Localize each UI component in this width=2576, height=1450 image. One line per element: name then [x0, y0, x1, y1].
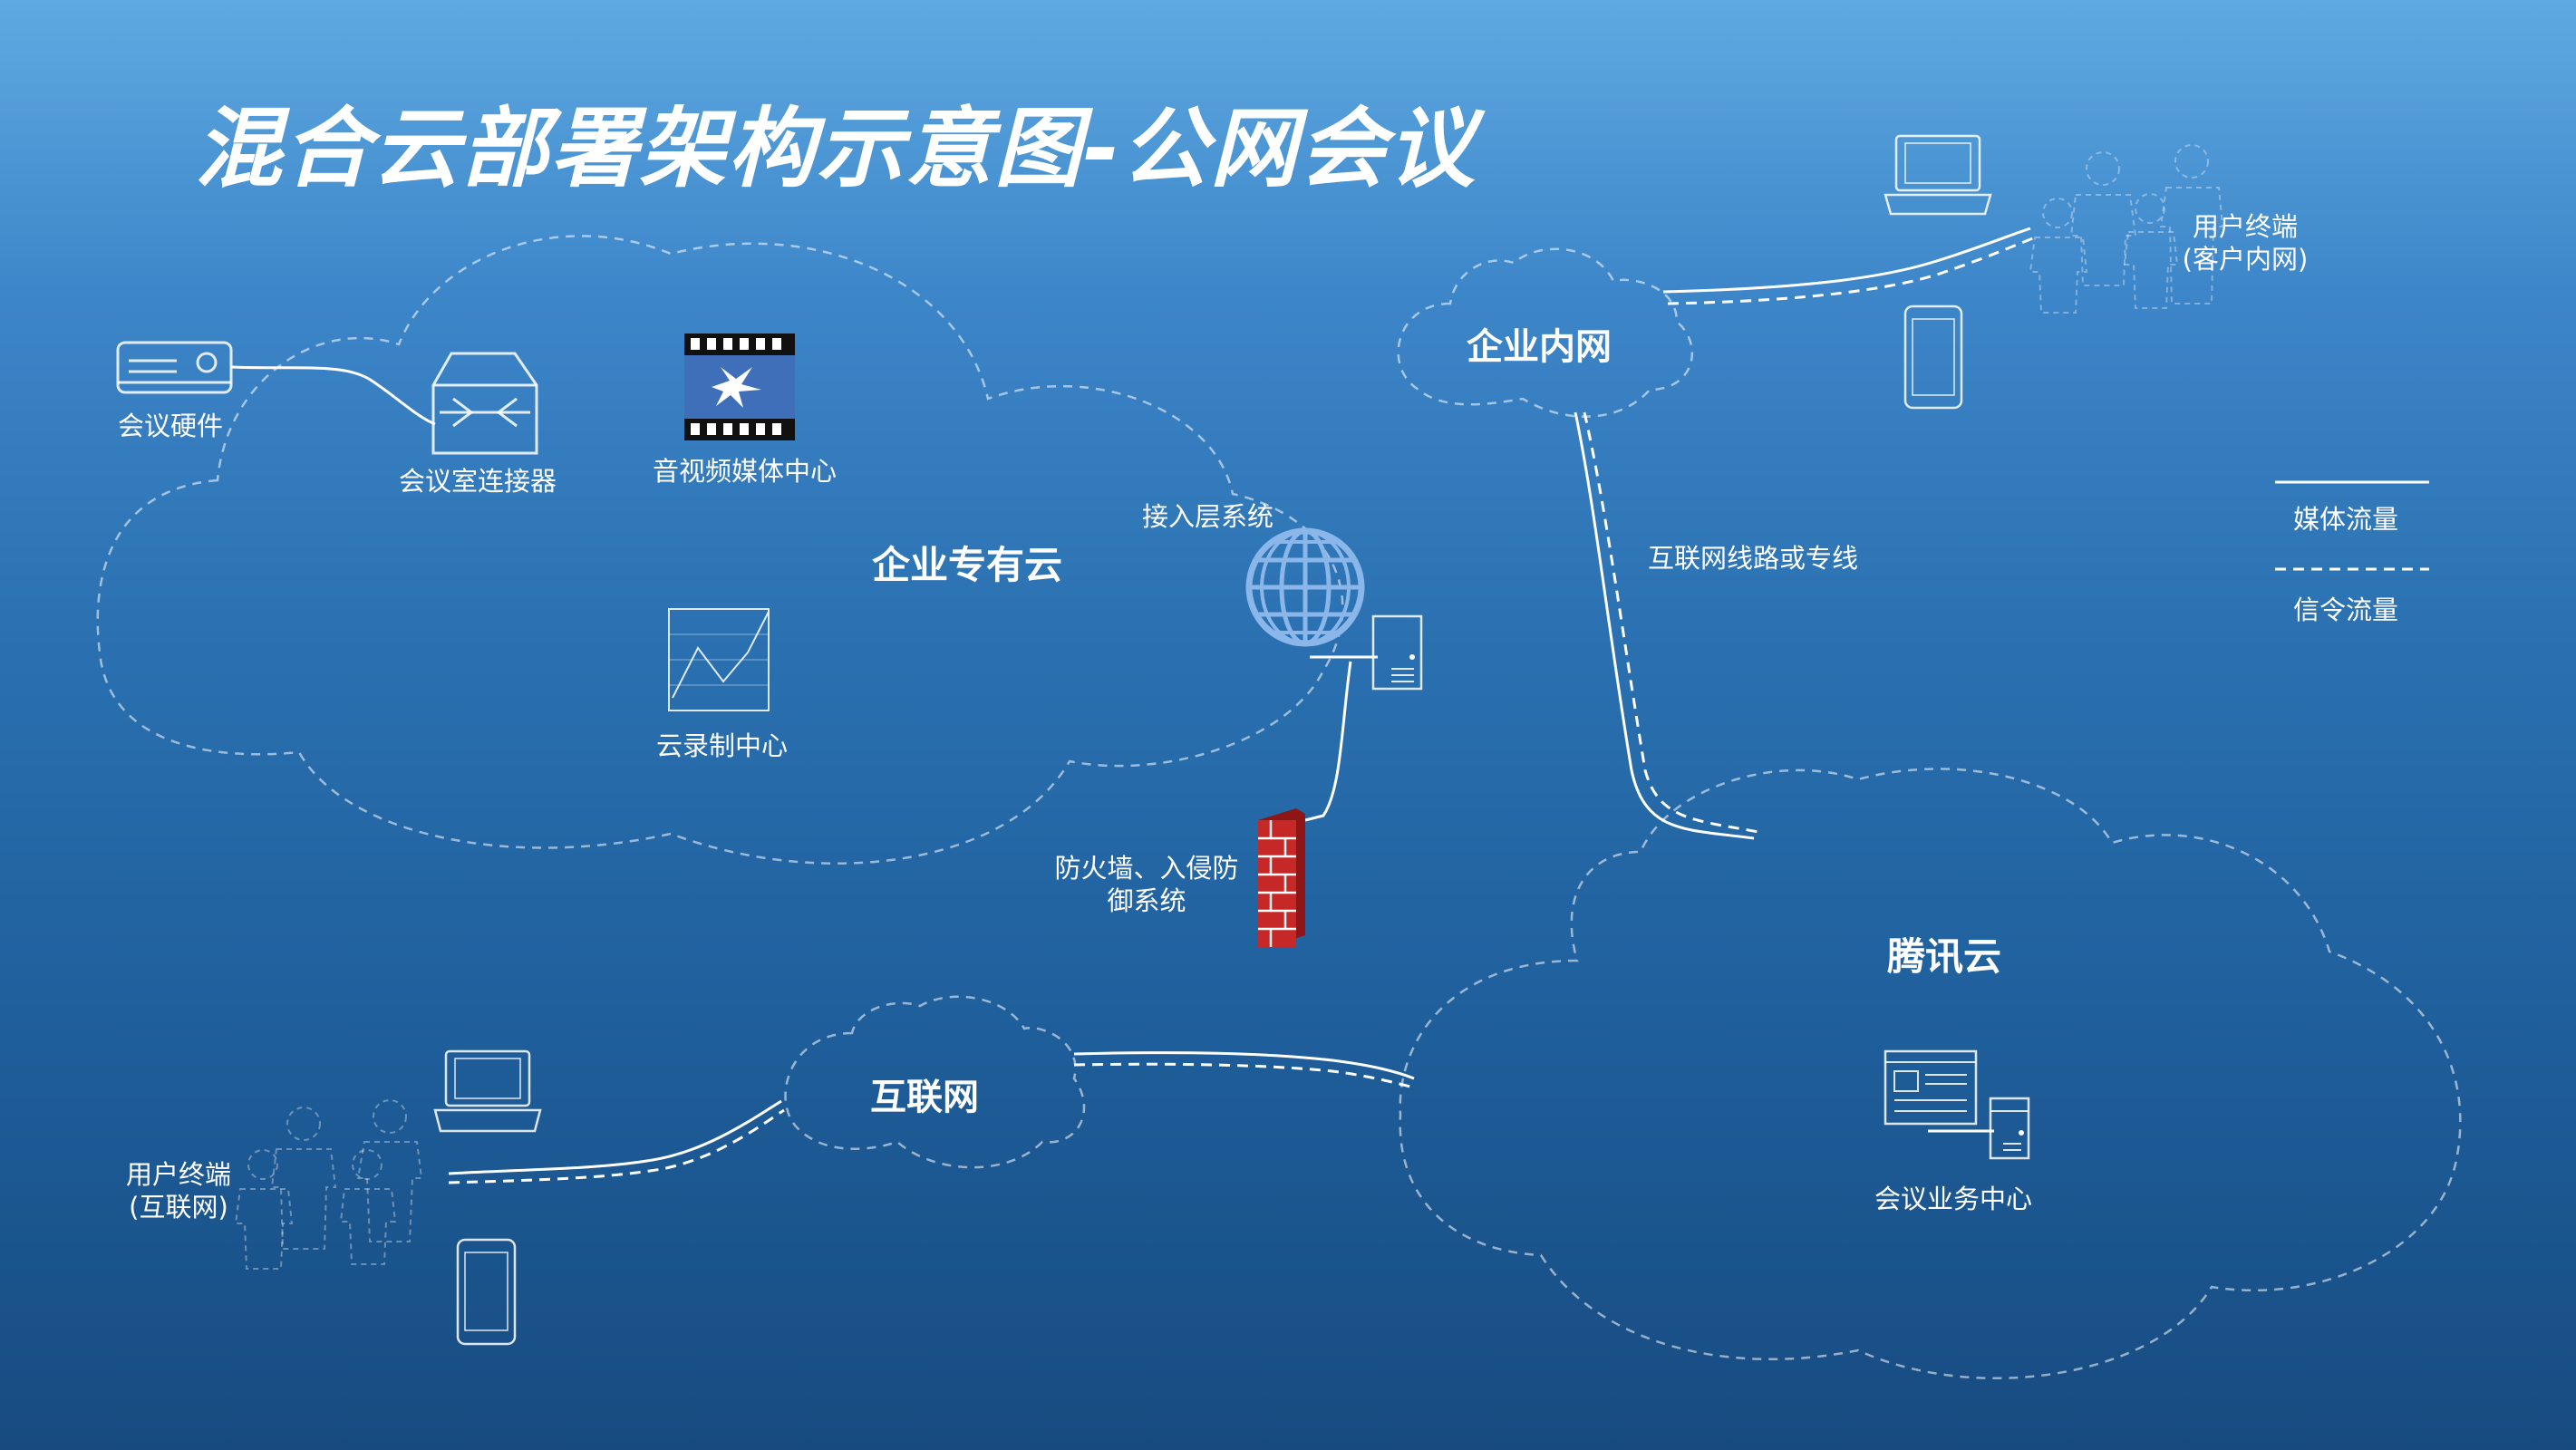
phone-icon	[1903, 304, 1963, 410]
private-cloud-label: 企业专有云	[872, 543, 1063, 587]
link-hardware-connector	[230, 365, 436, 426]
link-server-firewall	[1304, 661, 1352, 822]
firewall-label: 防火墙、入侵防 御系统	[1047, 852, 1246, 917]
tencent-cloud-outline	[1399, 768, 2462, 1379]
laptop-icon	[1884, 134, 1992, 216]
link-intranet-tencent-media	[1574, 411, 1755, 840]
page-title: 混合云部署架构示意图-公网会议	[195, 98, 1477, 199]
link-intranet-users-media	[1662, 227, 2031, 294]
web-page-icon	[1884, 1049, 1978, 1126]
server-icon	[1989, 1097, 2030, 1160]
firewall-label-line1: 防火墙、入侵防	[1054, 853, 1239, 884]
people-icon	[234, 1099, 423, 1270]
legend-signal-label: 信令流量	[2293, 594, 2399, 625]
private-cloud-outline	[96, 235, 1344, 865]
link-intranet-users-signal	[1667, 236, 2036, 305]
room-connector-label: 会议室连接器	[399, 466, 557, 497]
chart-icon	[668, 608, 770, 711]
user-terminal-internet-line1: 用户终端	[125, 1159, 231, 1190]
user-terminal-intranet-label: 用户终端 (客户内网)	[2159, 210, 2331, 276]
link-internet-tencent-signal	[1073, 1062, 1415, 1089]
intranet-cloud-label: 企业内网	[1467, 326, 1612, 368]
av-media-center-label: 音视频媒体中心	[653, 456, 838, 487]
people-icon	[2029, 144, 2224, 314]
firewall-icon	[1258, 808, 1305, 947]
user-terminal-intranet-line2: (客户内网)	[2182, 244, 2309, 275]
link-internet-tencent-media	[1073, 1051, 1415, 1080]
laptop-icon	[433, 1049, 542, 1133]
internet-cloud-outline	[784, 995, 1086, 1169]
link-type-label: 互联网线路或专线	[1648, 543, 1859, 574]
firewall-label-line2: 御系统	[1107, 885, 1186, 916]
globe-icon	[1245, 527, 1365, 647]
user-terminal-intranet-line1: 用户终端	[2192, 211, 2298, 242]
link-internet-users-signal	[448, 1108, 785, 1184]
connector-icon	[431, 352, 538, 455]
phone-icon	[456, 1238, 517, 1346]
user-terminal-internet-label: 用户终端 (互联网)	[102, 1158, 256, 1223]
meeting-service-center-label: 会议业务中心	[1874, 1184, 2033, 1214]
server-icon	[1371, 614, 1423, 691]
access-layer-label: 接入层系统	[1142, 501, 1274, 532]
user-terminal-internet-line2: (互联网)	[129, 1192, 228, 1223]
internet-cloud-label: 互联网	[870, 1077, 979, 1118]
legend-media-label: 媒体流量	[2293, 504, 2399, 535]
meeting-hardware-label: 会议硬件	[118, 411, 224, 441]
film-icon	[684, 334, 795, 440]
projector-icon	[116, 341, 233, 394]
tencent-cloud-label: 腾讯云	[1887, 934, 2002, 979]
link-internet-users-media	[448, 1099, 782, 1175]
cloud-recording-center-label: 云录制中心	[656, 730, 789, 761]
link-intranet-tencent-signal	[1583, 411, 1759, 834]
